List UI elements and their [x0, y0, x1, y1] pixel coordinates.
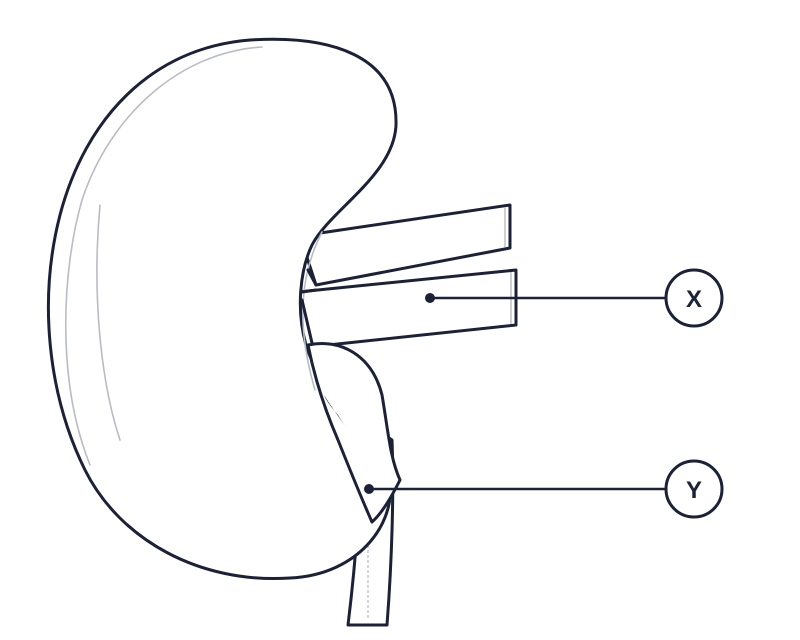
- vessel-x-front: [300, 298, 314, 345]
- label-x: X: [686, 286, 702, 313]
- label-y: Y: [686, 477, 702, 504]
- pelvis-shadow: [324, 395, 346, 428]
- kidney-highlight-inner: [96, 204, 121, 441]
- label-circle-y: [664, 459, 724, 519]
- upper-vessel: [298, 203, 512, 287]
- kidney-body: [46, 37, 398, 581]
- kidney-highlight-outer: [64, 46, 263, 466]
- upper-vessel-front: [300, 268, 318, 294]
- renal-pelvis-y: [306, 342, 402, 524]
- label-circle-x: [664, 268, 724, 328]
